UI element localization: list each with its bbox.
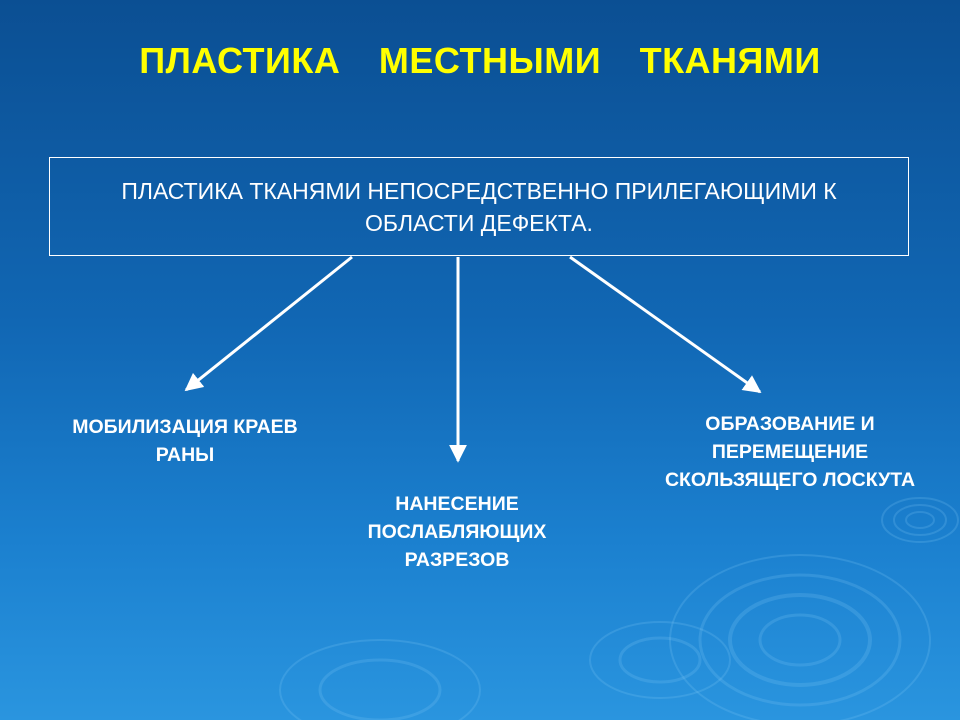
branch-label-line: ОБРАЗОВАНИЕ И <box>705 413 875 435</box>
branch-label-line: СКОЛЬЗЯЩЕГО ЛОСКУТА <box>664 469 916 491</box>
main-concept-line-1: ПЛАСТИКА ТКАНЯМИ НЕПОСРЕДСТВЕННО ПРИЛЕГА… <box>121 177 837 204</box>
branch-label-line: МОБИЛИЗАЦИЯ КРАЕВ <box>72 416 298 438</box>
main-concept-text: ПЛАСТИКА ТКАНЯМИ НЕПОСРЕДСТВЕННО ПРИЛЕГА… <box>59 175 899 239</box>
branch-mobilization: МОБИЛИЗАЦИЯ КРАЕВ РАНЫ <box>30 413 340 469</box>
main-concept-line-2: ОБЛАСТИ ДЕФЕКТА. <box>365 209 593 236</box>
branch-label-line: РАНЫ <box>155 444 215 466</box>
branch-label-line: РАЗРЕЗОВ <box>404 549 510 571</box>
arrow-left <box>184 255 353 392</box>
branch-label-line: ПОСЛАБЛЯЮЩИХ <box>367 521 547 543</box>
branch-label-line: ПЕРЕМЕЩЕНИЕ <box>711 441 869 463</box>
main-concept-box: ПЛАСТИКА ТКАНЯМИ НЕПОСРЕДСТВЕННО ПРИЛЕГА… <box>49 157 909 256</box>
branch-relaxing-incisions: НАНЕСЕНИЕ ПОСЛАБЛЯЮЩИХ РАЗРЕЗОВ <box>330 490 584 574</box>
slide-title: ПЛАСТИКА МЕСТНЫМИ ТКАНЯМИ <box>139 40 821 81</box>
branch-sliding-flap: ОБРАЗОВАНИЕ И ПЕРЕМЕЩЕНИЕ СКОЛЬЗЯЩЕГО ЛО… <box>622 410 958 494</box>
arrow-right <box>569 255 762 394</box>
branch-label-line: НАНЕСЕНИЕ <box>395 493 519 515</box>
